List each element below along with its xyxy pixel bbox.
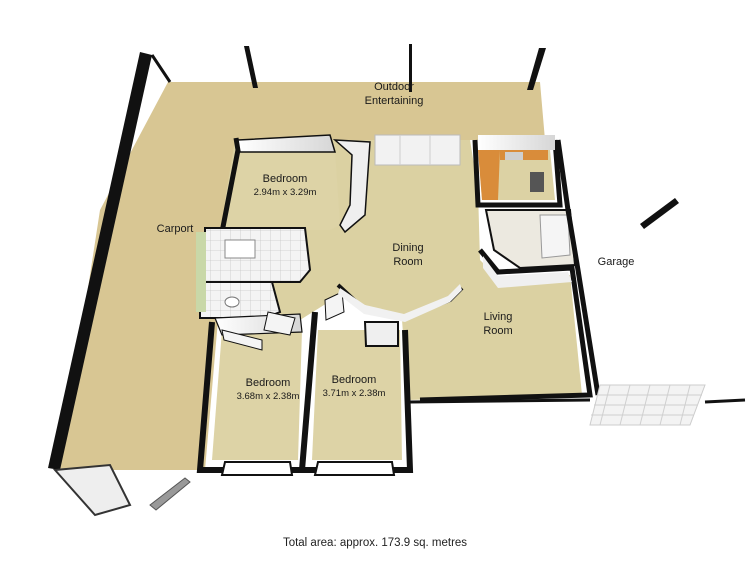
dining-label-2: Room: [393, 256, 422, 268]
outdoor-label-1: Outdoor: [374, 81, 414, 93]
bedroom-left-size: 3.68m x 2.38m: [237, 391, 300, 402]
total-area-caption: Total area: approx. 173.9 sq. metres: [282, 537, 468, 549]
post: [244, 46, 258, 88]
outdoor-label-2: Entertaining: [365, 95, 424, 107]
living-label-2: Room: [483, 325, 512, 337]
bedroom-top-wall-white: [237, 134, 337, 153]
sliding-doors: [374, 134, 461, 166]
toilet-icon: [224, 296, 240, 308]
bedroom-top-walls: [219, 137, 241, 233]
bedroom-top-label: Bedroom: [263, 173, 308, 185]
bedroom-top-size: 2.94m x 3.29m: [254, 187, 317, 198]
bedroom-right-robe: [363, 321, 399, 347]
living-wall-white: [483, 256, 572, 288]
post: [409, 44, 412, 92]
living-label-1: Living: [484, 311, 513, 323]
sink-icon: [505, 152, 523, 160]
bedroom-top-robe: [332, 139, 371, 234]
bedroom-top-floor: [222, 150, 340, 230]
bedroom-right-size: 3.71m x 2.38m: [323, 388, 386, 399]
carport-label: Carport: [157, 223, 194, 235]
garage-wall: [555, 139, 601, 396]
kitchen-bench: [478, 150, 500, 200]
front-wall: [409, 398, 591, 404]
carport-wall: [48, 52, 152, 470]
garage-label: Garage: [598, 256, 635, 268]
green-panel: [196, 232, 206, 312]
kitchen-walls: [472, 139, 563, 208]
hall-door: [221, 329, 263, 351]
carport-gate: [149, 477, 191, 511]
dining-wall-white: [338, 284, 462, 322]
hall-door: [263, 311, 296, 336]
post: [527, 48, 546, 90]
bath-fixture: [224, 239, 256, 259]
dining-label-1: Dining: [392, 242, 423, 254]
stove-icon: [530, 172, 544, 192]
outdoor-floor: [60, 82, 545, 470]
bedroom-right-floor: [312, 330, 402, 460]
living-walls: [419, 248, 593, 403]
bedroom-right-window: [313, 461, 396, 476]
bathroom: [204, 227, 312, 283]
bedroom-left-floor: [212, 330, 302, 460]
pantry-shelves: [539, 214, 571, 259]
bedroom-left-window: [220, 461, 294, 476]
bedroom-left-label: Bedroom: [246, 377, 291, 389]
bedroom-right-label: Bedroom: [332, 374, 377, 386]
kitchen-wall-white: [478, 135, 555, 150]
post: [640, 198, 679, 229]
carport-pad: [52, 463, 132, 517]
hall-door: [324, 291, 345, 321]
